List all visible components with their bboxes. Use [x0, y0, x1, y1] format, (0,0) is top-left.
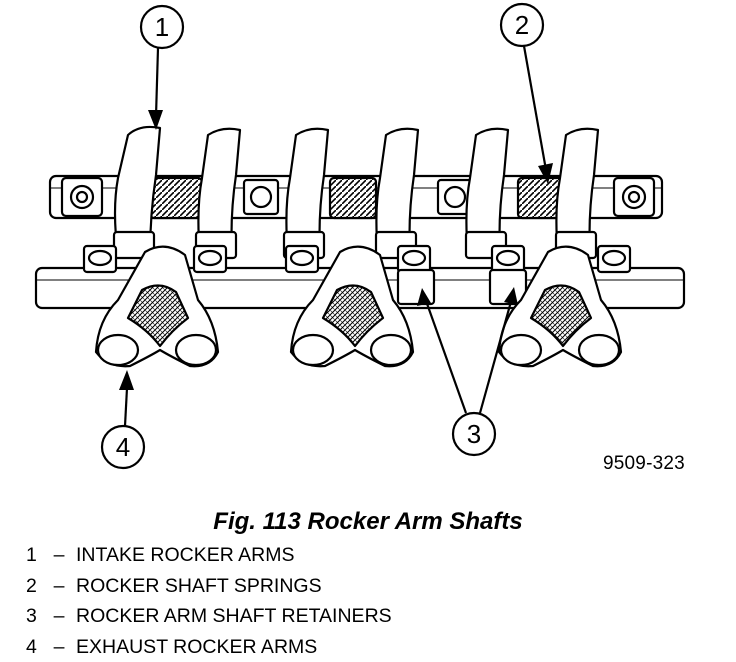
- exhaust-rocker-arm: [289, 245, 415, 368]
- legend-dash: –: [53, 635, 65, 658]
- exhaust-rocker-arm: [497, 245, 623, 368]
- legend-number: 4: [26, 635, 37, 658]
- intake-rocker-arm: [112, 125, 162, 260]
- legend-dash: –: [53, 605, 65, 627]
- callout-3: [417, 287, 518, 457]
- shaft-bolt-mid-2: [436, 178, 474, 216]
- legend-number: 2: [26, 574, 37, 597]
- callout-3-number: 3: [467, 419, 481, 449]
- legend-label: ROCKER SHAFT SPRINGS: [76, 574, 322, 597]
- intake-rocker-arm: [374, 127, 420, 260]
- callout-2-number: 2: [515, 10, 529, 40]
- legend-label: EXHAUST ROCKER ARMS: [76, 635, 318, 658]
- callout-1-number: 1: [155, 12, 169, 42]
- shaft-bolt-mid-1: [242, 178, 280, 216]
- figure-caption: Fig. 113 Rocker Arm Shafts: [213, 508, 523, 535]
- rocker-arm-shaft-retainer: [396, 268, 436, 306]
- retainer-bolt: [284, 244, 320, 274]
- legend-item: 1–INTAKE ROCKER ARMS: [26, 540, 392, 571]
- legend-label: INTAKE ROCKER ARMS: [76, 544, 295, 566]
- retainer-bolt: [396, 244, 432, 274]
- retainer-bolt: [192, 244, 228, 274]
- legend-item: 2–ROCKER SHAFT SPRINGS: [26, 571, 392, 602]
- intake-rocker-arm: [464, 127, 510, 260]
- legend-list: 1–INTAKE ROCKER ARMS 2–ROCKER SHAFT SPRI…: [26, 540, 392, 662]
- legend-dash: –: [53, 544, 65, 566]
- retainer-bolt: [490, 244, 526, 274]
- exhaust-rocker-arm: [94, 245, 220, 368]
- legend-label: ROCKER ARM SHAFT RETAINERS: [76, 605, 392, 627]
- figure-code: 9509-323: [603, 453, 685, 474]
- legend-number: 1: [26, 544, 37, 566]
- shaft-end-bolt-right: [612, 176, 656, 218]
- rocker-shaft-spring: [148, 176, 204, 220]
- callout-1: [139, 4, 185, 130]
- legend-number: 3: [26, 605, 37, 627]
- intake-rocker-arm: [282, 127, 330, 260]
- rocker-shaft-spring: [328, 176, 378, 220]
- rocker-arm-shaft-illustration: 1 2 3 4: [34, 2, 686, 470]
- callout-4: [100, 370, 146, 470]
- legend-item: 3–ROCKER ARM SHAFT RETAINERS: [26, 601, 392, 632]
- legend-dash: –: [53, 574, 65, 597]
- intake-rocker-arm: [554, 127, 600, 260]
- retainer-bolt: [596, 244, 632, 274]
- callout-2: [499, 2, 553, 184]
- retainer-bolt: [82, 244, 118, 274]
- legend-item: 4–EXHAUST ROCKER ARMS: [26, 632, 392, 662]
- rocker-arm-shaft-retainer: [488, 268, 528, 306]
- shaft-end-bolt-left: [60, 176, 104, 218]
- intake-rocker-arm: [194, 127, 242, 260]
- callout-4-number: 4: [116, 432, 130, 462]
